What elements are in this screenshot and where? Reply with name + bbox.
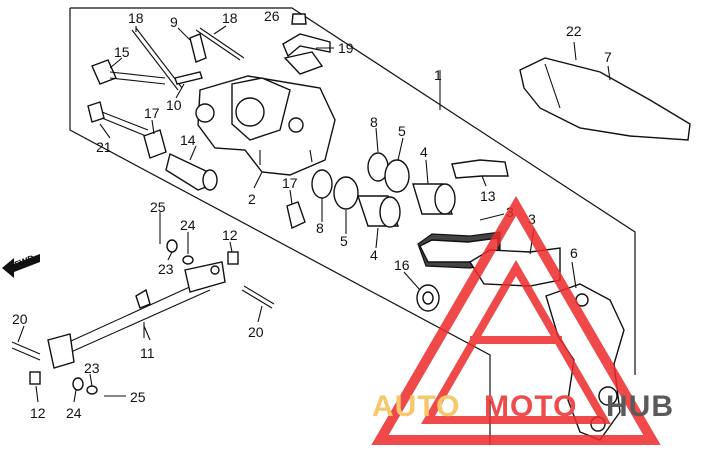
callout-12a: 12 xyxy=(222,227,238,243)
callout-4b: 4 xyxy=(370,247,378,263)
callout-1: 1 xyxy=(434,67,442,83)
watermark-auto: AUTO xyxy=(372,390,460,423)
callout-18a: 18 xyxy=(128,10,144,26)
fwd-arrow: FWD xyxy=(2,253,40,278)
callout-5a: 5 xyxy=(398,123,406,139)
callout-22: 22 xyxy=(566,23,582,39)
boots-and-sleeves xyxy=(143,129,306,229)
callout-16: 16 xyxy=(394,257,410,273)
callout-17a: 17 xyxy=(144,105,160,121)
caliper-assembly-frame xyxy=(69,7,636,445)
watermark-logo xyxy=(371,196,661,445)
watermark-hub: HUB xyxy=(606,390,674,423)
callout-13: 13 xyxy=(480,188,496,204)
callout-15: 15 xyxy=(114,44,130,60)
callout-18b: 18 xyxy=(222,10,238,26)
callout-9: 9 xyxy=(170,14,178,30)
callout-12b: 12 xyxy=(30,405,46,421)
callout-23b: 23 xyxy=(84,360,100,376)
callout-3b: 3 xyxy=(528,211,536,227)
callout-24a: 24 xyxy=(180,217,196,233)
callout-24b: 24 xyxy=(66,405,82,421)
watermark-wordmark: AUTO MOTO HUB xyxy=(372,390,674,423)
callout-numbers: 18 9 18 26 19 22 7 15 1 10 17 14 8 5 4 2… xyxy=(12,8,612,421)
callout-8a: 8 xyxy=(370,114,378,130)
callout-19: 19 xyxy=(338,40,354,56)
callout-25a: 25 xyxy=(150,199,166,215)
callout-20b: 20 xyxy=(12,311,28,327)
callout-7: 7 xyxy=(604,49,612,65)
rod-hardware xyxy=(11,226,275,397)
caliper-body xyxy=(195,51,336,176)
pin-bracket xyxy=(282,33,331,58)
callout-20a: 20 xyxy=(248,324,264,340)
callout-11: 11 xyxy=(140,345,155,361)
callout-25b: 25 xyxy=(130,389,146,405)
callout-26: 26 xyxy=(264,8,280,24)
callout-6: 6 xyxy=(570,245,578,261)
pad-spring xyxy=(451,159,509,179)
callout-5b: 5 xyxy=(340,233,348,249)
pad-pin-bushing xyxy=(416,284,440,312)
callout-2: 2 xyxy=(248,191,256,207)
callout-21: 21 xyxy=(96,139,112,155)
callout-17b: 17 xyxy=(282,175,298,191)
brake-rod xyxy=(47,261,226,369)
leader-lines xyxy=(17,25,611,403)
watermark-moto: MOTO xyxy=(484,390,577,423)
caliper-guard xyxy=(519,57,691,141)
caliper-pins-and-bolts xyxy=(87,13,307,137)
callout-14: 14 xyxy=(180,132,196,148)
callout-10: 10 xyxy=(166,97,182,113)
callout-8b: 8 xyxy=(316,220,324,236)
callout-23a: 23 xyxy=(158,261,174,277)
callout-4a: 4 xyxy=(420,144,428,160)
seals-and-pistons xyxy=(311,152,456,228)
